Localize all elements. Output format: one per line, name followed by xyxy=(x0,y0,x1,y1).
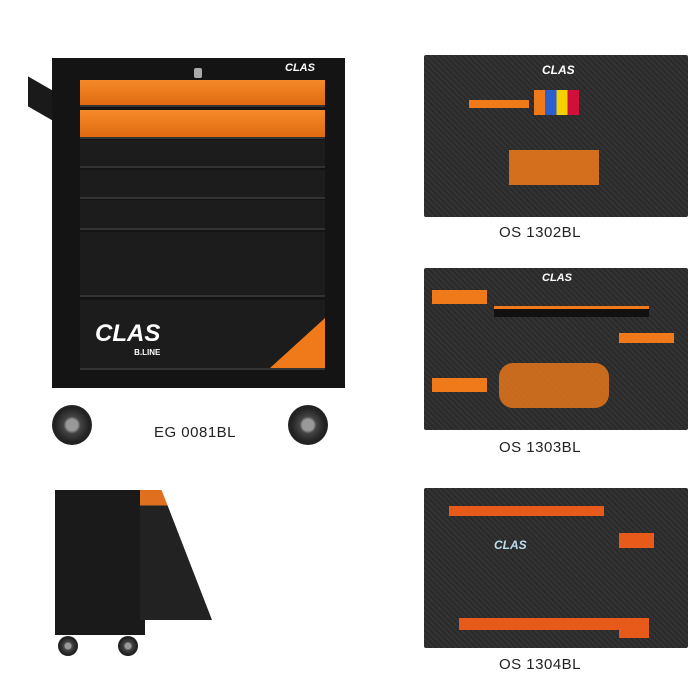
adapters xyxy=(534,90,579,115)
hex-keys xyxy=(509,150,599,185)
hammer xyxy=(494,306,649,317)
tray1-logo: CLAS xyxy=(542,63,575,77)
brand-logo: CLAS B.LINE xyxy=(95,320,160,357)
tray3-logo-text: CLAS xyxy=(494,538,527,552)
tray2-logo-text: CLAS xyxy=(542,272,572,284)
drawer-6 xyxy=(80,232,325,297)
tray-os1302bl: CLAS xyxy=(424,55,688,217)
wheel-left xyxy=(52,405,92,445)
tray-os1304bl: CLAS xyxy=(424,488,688,648)
screwdriver-rail-top xyxy=(449,506,604,516)
drawer-4 xyxy=(80,170,325,199)
product-label: EG 0081BL xyxy=(153,424,237,441)
logo-line: B.LINE xyxy=(134,348,161,357)
bit-holder xyxy=(619,618,649,638)
top-logo: CLAS xyxy=(285,62,315,74)
socket-rail xyxy=(469,100,529,108)
drawer-3 xyxy=(80,140,325,168)
screwdriver-rail-bottom xyxy=(459,618,619,630)
side-body xyxy=(55,490,145,635)
punch-rail xyxy=(619,333,674,343)
wheel-right xyxy=(288,405,328,445)
tray2-logo: CLAS xyxy=(542,272,572,284)
logo-brand: CLAS xyxy=(95,320,161,347)
drawer-7 xyxy=(80,300,325,370)
tray3-logo: CLAS xyxy=(494,538,527,552)
side-wheel-left xyxy=(58,636,78,656)
drawer-orange-1 xyxy=(80,80,325,107)
side-wheel-right xyxy=(118,636,138,656)
tray-os1303bl: CLAS xyxy=(424,268,688,430)
product-label: OS 1302BL xyxy=(498,224,582,241)
logo-brand-small: CLAS xyxy=(285,62,315,74)
wrench-rail-bottom xyxy=(432,378,487,392)
precision-holder xyxy=(619,533,654,548)
product-label: OS 1303BL xyxy=(498,439,582,456)
wrench-rail-top xyxy=(432,290,487,304)
drawer-orange-2 xyxy=(80,110,325,139)
lock-icon xyxy=(194,68,202,78)
drawer-5 xyxy=(80,200,325,230)
orange-triangle xyxy=(270,318,325,368)
product-label: OS 1304BL xyxy=(498,656,582,673)
open-drawers xyxy=(140,490,212,620)
tray1-logo-text: CLAS xyxy=(542,63,575,77)
pliers xyxy=(499,363,609,408)
